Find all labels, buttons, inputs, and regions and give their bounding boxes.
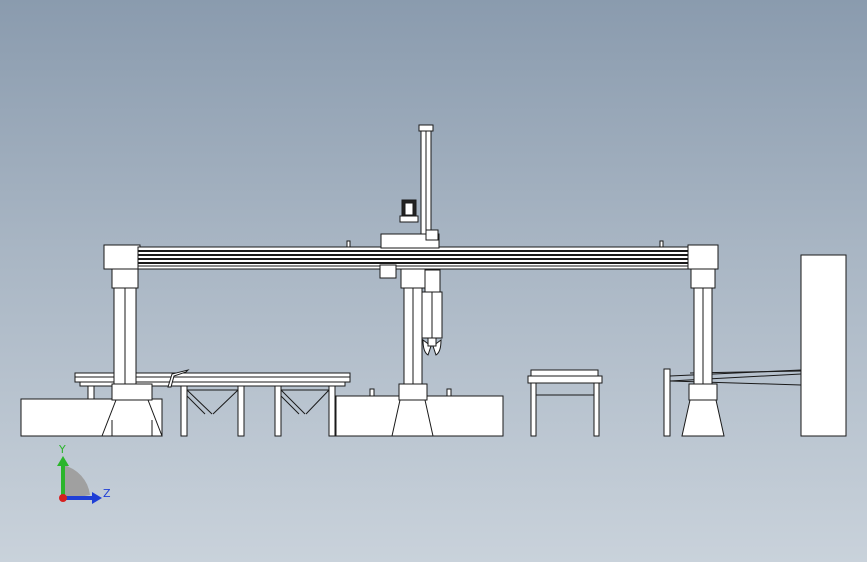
x-axis-point: [59, 494, 67, 502]
left-column[interactable]: [101, 244, 163, 437]
triad-plane-indicator: [63, 465, 90, 500]
z-axis-label: Z: [103, 487, 111, 500]
gripper-tool[interactable]: [421, 269, 443, 356]
right-column[interactable]: [681, 244, 725, 437]
middle-post-right: [446, 388, 452, 397]
carriage-plate[interactable]: [379, 229, 440, 279]
middle-post-left: [369, 388, 375, 397]
right-outfeed-conveyor[interactable]: [663, 368, 802, 437]
axis-triad: Y Z: [57, 443, 111, 504]
right-cabinet[interactable]: [800, 254, 847, 437]
left-roller-conveyor[interactable]: [74, 369, 351, 437]
z-axis-arrowhead: [92, 492, 102, 504]
y-axis-label: Y: [58, 443, 66, 456]
conveyor-table-1[interactable]: [180, 385, 245, 437]
z-axis-slide[interactable]: [418, 124, 434, 248]
conveyor-table-2[interactable]: [274, 385, 336, 437]
y-axis-arrowhead: [57, 456, 69, 466]
gantry-x-beam[interactable]: [137, 240, 689, 270]
transfer-chute[interactable]: [167, 369, 190, 388]
right-work-table[interactable]: [527, 369, 603, 437]
servo-motor[interactable]: [399, 199, 419, 223]
